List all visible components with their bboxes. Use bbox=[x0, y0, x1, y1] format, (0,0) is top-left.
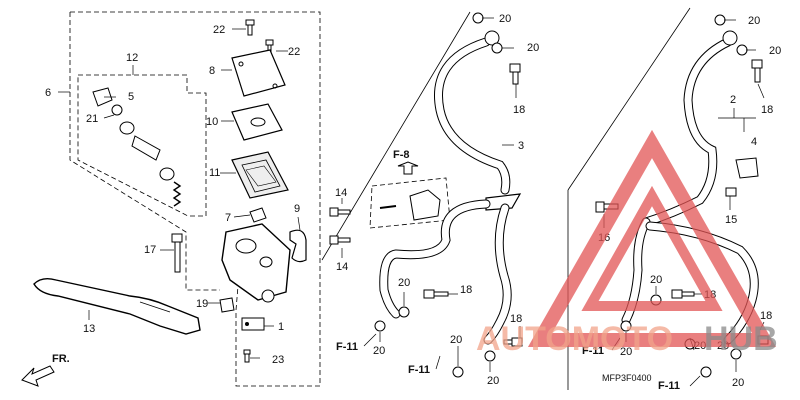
callout-18-r3: 18 bbox=[760, 310, 772, 322]
reservoir-cap-8 bbox=[231, 49, 286, 97]
diagram-code: MFP3F0400 bbox=[602, 373, 652, 383]
callout-14a: 14 bbox=[335, 187, 347, 199]
callout-20-r7: 20 bbox=[732, 377, 744, 389]
callout-19: 19 bbox=[196, 298, 208, 310]
callout-20-r4: 20 bbox=[620, 346, 632, 358]
callout-10: 10 bbox=[206, 116, 218, 128]
callout-9: 9 bbox=[294, 203, 300, 215]
callout-18-c1: 18 bbox=[513, 104, 525, 116]
callout-20-c5: 20 bbox=[450, 334, 462, 346]
screw-22-top bbox=[245, 19, 255, 36]
assembly-6-boundary bbox=[70, 11, 321, 387]
bolt-19 bbox=[219, 297, 235, 313]
ref-f11-c: F-11 bbox=[582, 345, 604, 357]
kit-12-boundary bbox=[77, 74, 207, 217]
diaphragm-11 bbox=[231, 151, 289, 199]
holder-9 bbox=[289, 229, 307, 263]
callout-14b: 14 bbox=[336, 261, 348, 273]
callout-7: 7 bbox=[225, 212, 231, 224]
callout-2: 2 bbox=[730, 94, 736, 106]
switch-1 bbox=[241, 317, 265, 331]
callout-5: 5 bbox=[128, 91, 134, 103]
callout-12: 12 bbox=[126, 52, 138, 64]
callout-20-r3: 20 bbox=[650, 274, 662, 286]
callout-20-r2: 20 bbox=[769, 45, 781, 57]
piston-kit bbox=[92, 87, 182, 207]
callout-13: 13 bbox=[83, 323, 95, 335]
callout-18-c2: 18 bbox=[460, 284, 472, 296]
ref-f11-d: F-11 bbox=[658, 380, 680, 392]
callout-20-c4: 20 bbox=[373, 345, 385, 357]
assembly-6-boundary-left bbox=[69, 12, 220, 291]
callout-22a: 22 bbox=[213, 24, 225, 36]
ref-f11-a: F-11 bbox=[336, 341, 358, 353]
callout-1: 1 bbox=[278, 321, 284, 333]
watermark-hub-text: HUB bbox=[704, 320, 778, 358]
callout-23: 23 bbox=[272, 354, 284, 366]
callout-21: 21 bbox=[86, 113, 98, 125]
callout-6: 6 bbox=[45, 87, 51, 99]
watermark-auto-text: AUTOMOTO bbox=[476, 320, 673, 358]
callout-20-c6: 20 bbox=[487, 375, 499, 387]
pivot-bolt-17 bbox=[171, 233, 183, 273]
screw-23 bbox=[243, 349, 251, 363]
callout-11: 11 bbox=[209, 167, 220, 179]
brake-hose-lower-left bbox=[379, 199, 491, 319]
master-cylinder-body bbox=[221, 223, 291, 303]
plate-10 bbox=[231, 103, 283, 141]
bolt-14-lower bbox=[329, 235, 351, 245]
ref-f11-b: F-11 bbox=[408, 364, 430, 376]
ref-f8-box: F-8 bbox=[369, 149, 451, 229]
direction-label: FR. bbox=[52, 353, 70, 365]
brake-lever-13 bbox=[33, 277, 201, 335]
callout-3: 3 bbox=[518, 140, 524, 152]
callout-15: 15 bbox=[725, 214, 737, 226]
callout-18-c3: 18 bbox=[510, 313, 522, 325]
ref-f8-label: F-8 bbox=[393, 149, 410, 161]
bolt-18-top-center bbox=[509, 63, 521, 85]
callout-20-c2: 20 bbox=[527, 42, 539, 54]
callout-4: 4 bbox=[751, 136, 757, 148]
callout-20-r1: 20 bbox=[748, 15, 760, 27]
clamp-15 bbox=[735, 157, 759, 179]
bolt-18-mid-center bbox=[423, 289, 449, 299]
callout-20-c3: 20 bbox=[398, 277, 410, 289]
callout-20-c1: 20 bbox=[499, 13, 511, 25]
clip-7 bbox=[249, 207, 267, 223]
callout-18-r1: 18 bbox=[761, 104, 773, 116]
banjo-top-center bbox=[472, 12, 503, 54]
callout-17: 17 bbox=[144, 244, 156, 256]
callout-8: 8 bbox=[209, 65, 215, 77]
bolt-14-upper bbox=[329, 207, 351, 217]
bolt-18-bottom-center bbox=[503, 337, 523, 347]
callout-22b: 22 bbox=[288, 46, 300, 58]
watermark-logo bbox=[527, 129, 777, 347]
front-direction-arrow: FR. bbox=[21, 353, 70, 387]
